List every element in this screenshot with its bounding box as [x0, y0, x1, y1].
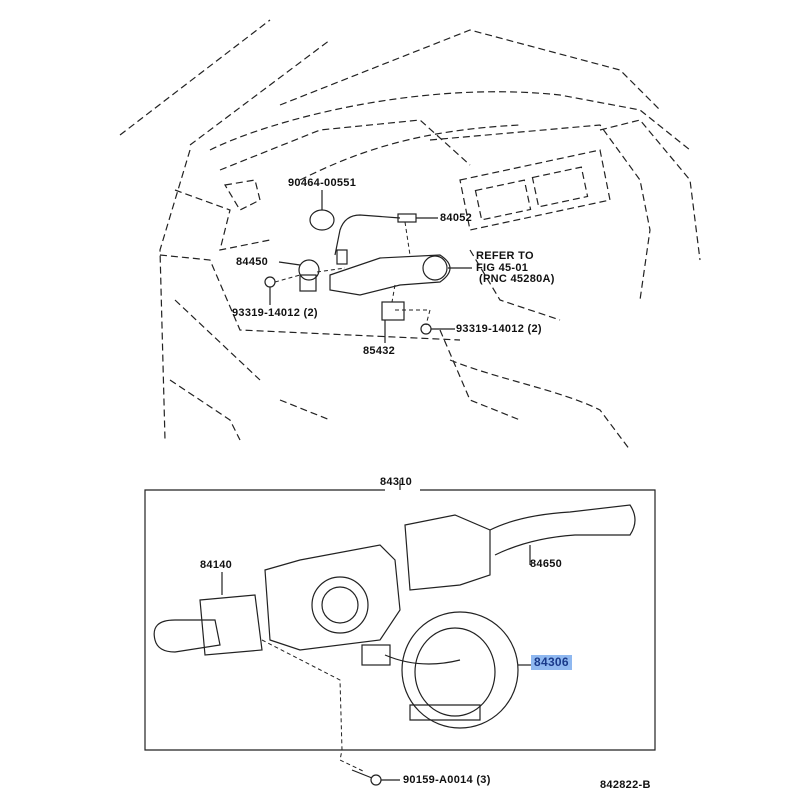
refer-to-line2[interactable]: FIG 45-01: [476, 262, 529, 274]
part-label-84306-highlighted[interactable]: 84306: [531, 655, 572, 670]
refer-to-line3[interactable]: (PNC 45280A): [479, 273, 555, 285]
part-label-90464-00551[interactable]: 90464-00551: [288, 177, 357, 189]
assembly-components: [153, 504, 636, 786]
part-label-84310[interactable]: 84310: [380, 476, 413, 488]
dashboard-outline: [119, 19, 701, 451]
part-label-93319-14012-left[interactable]: 93319-14012 (2): [232, 307, 318, 319]
refer-to-line1: REFER TO: [476, 250, 534, 262]
part-label-85432[interactable]: 85432: [363, 345, 396, 357]
assembly-box: [144, 480, 656, 751]
figure-id: 842822-B: [600, 779, 651, 791]
part-label-93319-14012-right[interactable]: 93319-14012 (2): [456, 323, 542, 335]
part-label-84650[interactable]: 84650: [530, 558, 563, 570]
top-components: [264, 190, 472, 343]
part-label-90159-A0014[interactable]: 90159-A0014 (3): [403, 774, 491, 786]
part-label-84140[interactable]: 84140: [200, 559, 233, 571]
part-label-84052[interactable]: 84052: [440, 212, 473, 224]
part-label-84450[interactable]: 84450: [236, 256, 269, 268]
